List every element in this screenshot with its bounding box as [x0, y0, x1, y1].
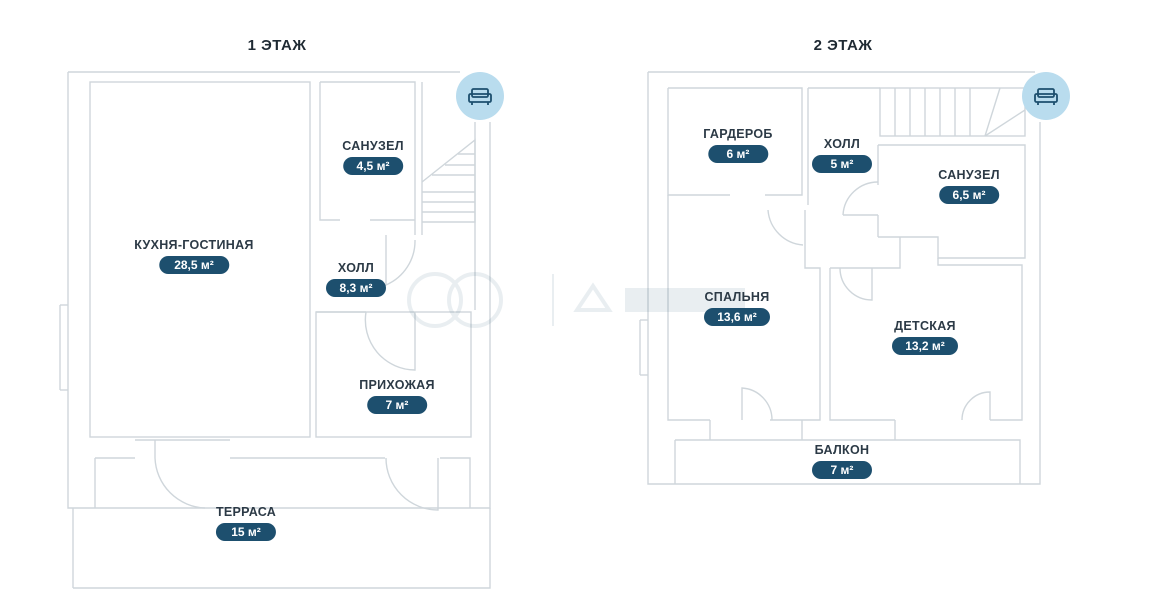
room-name: СПАЛЬНЯ [704, 290, 770, 304]
room-area-badge: 6,5 м² [939, 186, 999, 204]
room-area-badge: 8,3 м² [326, 279, 386, 297]
room-label-children-room: ДЕТСКАЯ 13,2 м² [892, 319, 958, 355]
sofa-icon [1034, 88, 1058, 105]
room-name: САНУЗЕЛ [342, 139, 404, 153]
room-name: БАЛКОН [814, 443, 870, 457]
floor-2-walls [639, 71, 1041, 485]
room-name: ПРИХОЖАЯ [359, 378, 435, 392]
room-area-badge: 15 м² [215, 523, 276, 541]
room-name: ХОЛЛ [823, 137, 861, 151]
room-label-bathroom-floor-2: САНУЗЕЛ 6,5 м² [938, 168, 1000, 204]
floor-1-walls [59, 71, 491, 589]
room-label-bedroom: СПАЛЬНЯ 13,6 м² [704, 290, 770, 326]
floor-2-title: 2 ЭТАЖ [813, 37, 873, 54]
furniture-badge-floor-2[interactable] [1022, 72, 1070, 120]
room-label-kitchen-living: КУХНЯ-ГОСТИНАЯ 28,5 м² [134, 238, 253, 274]
room-name: САНУЗЕЛ [938, 168, 1000, 182]
room-label-wardrobe: ГАРДЕРОБ 6 м² [703, 127, 772, 163]
room-label-bathroom-floor-1: САНУЗЕЛ 4,5 м² [342, 139, 404, 175]
room-label-hall-floor-2: ХОЛЛ 5 м² [812, 137, 872, 173]
room-label-balcony: БАЛКОН 7 м² [812, 443, 872, 479]
room-name: ХОЛЛ [337, 261, 375, 275]
floor-1-title: 1 ЭТАЖ [247, 37, 307, 54]
room-name: ГАРДЕРОБ [703, 127, 773, 141]
room-area-badge: 4,5 м² [343, 157, 403, 175]
sofa-icon [468, 88, 492, 105]
room-area-badge: 28,5 м² [158, 256, 229, 274]
room-name: ДЕТСКАЯ [894, 319, 956, 333]
room-area-badge: 7 м² [812, 461, 872, 479]
room-area-badge: 13,2 м² [892, 337, 958, 355]
room-name: КУХНЯ-ГОСТИНАЯ [134, 238, 254, 252]
room-label-entrance: ПРИХОЖАЯ 7 м² [359, 378, 435, 414]
room-name: ТЕРРАСА [215, 505, 277, 519]
room-area-badge: 6 м² [708, 145, 768, 163]
furniture-badge-floor-1[interactable] [456, 72, 504, 120]
room-label-hall-floor-1: ХОЛЛ 8,3 м² [326, 261, 386, 297]
room-area-badge: 13,6 м² [704, 308, 770, 326]
room-area-badge: 7 м² [367, 396, 427, 414]
room-label-terrace: ТЕРРАСА 15 м² [216, 505, 276, 541]
room-area-badge: 5 м² [812, 155, 872, 173]
